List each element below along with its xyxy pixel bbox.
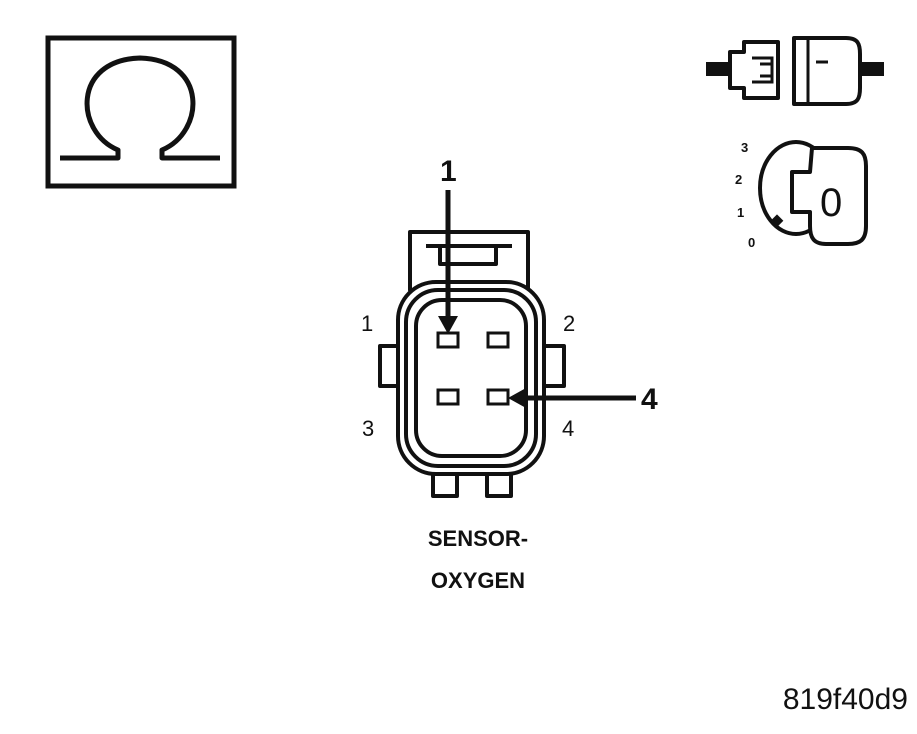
ignition-position-1: 1 [737, 205, 744, 220]
ignition-key-off-icon: 0 0 1 2 3 [735, 140, 868, 250]
sensor-connector-face [378, 230, 566, 498]
connector-pins [436, 331, 510, 406]
pin-2 [486, 331, 510, 349]
pin-1 [436, 331, 460, 349]
ignition-position-3: 3 [741, 140, 748, 155]
cavity-label-2: 2 [563, 311, 575, 336]
callout-1-label: 1 [440, 155, 457, 188]
callout-arrow-1 [438, 190, 458, 334]
callout-arrow-4 [508, 388, 636, 408]
ignition-position-2: 2 [735, 172, 742, 187]
disconnected-connector-icon [706, 36, 884, 106]
cavity-label-1: 1 [361, 311, 373, 336]
omega-icon [45, 35, 237, 189]
pin-3 [436, 388, 460, 406]
ignition-position-0: 0 [748, 235, 755, 250]
cavity-label-3: 3 [362, 416, 374, 441]
callout-4-label: 4 [641, 383, 658, 416]
cavity-label-4: 4 [562, 416, 574, 441]
figure-code: 819f40d9 [783, 683, 908, 716]
caption-line-2: OXYGEN [431, 568, 525, 593]
key-position-label: 0 [820, 181, 842, 225]
caption-line-1: SENSOR- [428, 526, 528, 551]
pin-4 [486, 388, 510, 406]
